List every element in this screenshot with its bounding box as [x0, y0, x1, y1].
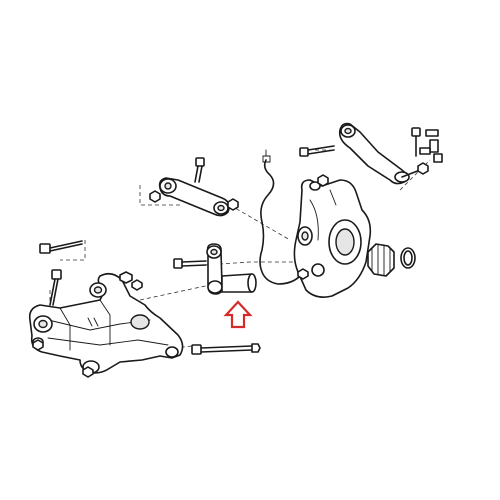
nut-icon	[119, 271, 133, 284]
bolt-icon	[39, 240, 83, 254]
abs-sensor-cable	[259, 149, 311, 285]
bolt-icon	[194, 157, 205, 183]
nut-icon	[82, 366, 94, 378]
bolt-icon	[411, 127, 421, 137]
clip-hardware	[411, 127, 443, 163]
bolt-icon	[49, 269, 62, 306]
nut-icon	[417, 162, 429, 175]
nut-icon	[227, 198, 239, 211]
nut-icon	[131, 279, 143, 291]
bolt-icon	[173, 258, 207, 269]
upper-control-link	[149, 177, 239, 217]
wheel-carrier-knuckle	[293, 179, 372, 298]
subframe-bolts	[39, 240, 261, 355]
up-arrow-icon	[223, 300, 253, 329]
drive-shaft-cv-joint	[367, 243, 416, 277]
subframe-fasteners	[32, 271, 143, 378]
bolt-icon	[299, 145, 335, 157]
knuckle-fasteners	[297, 174, 329, 280]
lower-link-with-bushing	[206, 243, 257, 295]
subframe-bushing-center	[130, 314, 150, 330]
nut-icon	[32, 339, 44, 351]
bolt-icon	[191, 343, 261, 355]
upper-wishbone	[338, 122, 429, 185]
nut-icon	[317, 174, 329, 187]
nut-icon	[149, 190, 161, 203]
nut-icon	[297, 268, 309, 280]
